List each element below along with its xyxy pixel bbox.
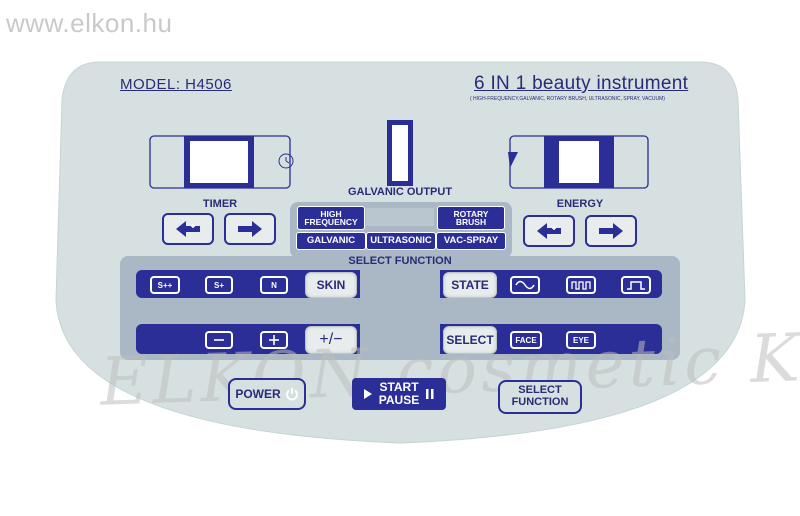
galvanic-button[interactable]: GALVANIC bbox=[296, 232, 366, 250]
energy-level-icon bbox=[508, 152, 518, 168]
play-icon bbox=[363, 389, 372, 399]
ultrasonic-button[interactable]: ULTRASONIC bbox=[366, 232, 436, 250]
s-plus-plus-button[interactable]: S++ bbox=[150, 276, 180, 294]
timer-up-button[interactable] bbox=[162, 213, 214, 245]
sine-wave-button[interactable] bbox=[510, 276, 540, 294]
minus-button[interactable] bbox=[205, 331, 233, 349]
product-subtitle: ( HIGH-FREQUENCY,GALVANIC, ROTARY BRUSH,… bbox=[470, 96, 665, 102]
plus-button[interactable] bbox=[260, 331, 288, 349]
square-wave-button[interactable] bbox=[621, 276, 651, 294]
pulse-train-button[interactable] bbox=[566, 276, 596, 294]
arrow-right-icon bbox=[599, 223, 623, 239]
pause-label: PAUSE bbox=[378, 393, 420, 407]
timer-down-button[interactable] bbox=[224, 213, 276, 245]
timer-label: TIMER bbox=[202, 198, 238, 210]
model-label: MODEL: H4506 bbox=[120, 76, 232, 93]
rotary-brush-button[interactable]: ROTARY BRUSH bbox=[437, 206, 505, 230]
select-function-label: SELECT FUNCTION bbox=[348, 255, 452, 267]
minus-icon bbox=[214, 339, 224, 341]
plus-minus-button[interactable]: +/− bbox=[305, 326, 357, 354]
select-button[interactable]: SELECT bbox=[443, 326, 497, 354]
power-label: POWER bbox=[235, 386, 281, 401]
high-frequency-button[interactable]: HIGH FREQUENCY bbox=[297, 206, 365, 230]
power-icon bbox=[285, 388, 298, 401]
start-pause-button[interactable]: START PAUSE bbox=[352, 378, 446, 410]
pulse-train-icon bbox=[571, 281, 591, 290]
state-button[interactable]: STATE bbox=[443, 272, 497, 298]
n-button[interactable]: N bbox=[260, 276, 288, 294]
face-button[interactable]: FACE bbox=[510, 331, 542, 349]
eye-button[interactable]: EYE bbox=[566, 331, 596, 349]
energy-label: ENERGY bbox=[556, 198, 604, 210]
website-watermark: www.elkon.hu bbox=[6, 8, 173, 38]
energy-down-button[interactable] bbox=[585, 215, 637, 247]
energy-up-button[interactable] bbox=[523, 215, 575, 247]
arrow-left-plus-icon bbox=[537, 223, 561, 239]
power-button[interactable]: POWER bbox=[228, 378, 306, 410]
product-title: 6 IN 1 beauty instrument bbox=[474, 73, 689, 94]
clock-icon bbox=[278, 153, 294, 169]
s-plus-button[interactable]: S+ bbox=[205, 276, 233, 294]
sine-wave-icon bbox=[515, 280, 535, 290]
select-function-button[interactable]: SELECT FUNCTION bbox=[498, 380, 582, 414]
plus-icon bbox=[269, 335, 279, 345]
pause-icon bbox=[426, 389, 434, 399]
galvanic-output-label: GALVANIC OUTPUT bbox=[347, 186, 453, 198]
start-label: START bbox=[379, 380, 419, 395]
arrow-left-plus-icon bbox=[176, 221, 200, 237]
vac-spray-button[interactable]: VAC-SPRAY bbox=[436, 232, 506, 250]
arrow-right-icon bbox=[238, 221, 262, 237]
square-wave-icon bbox=[627, 281, 645, 290]
skin-button[interactable]: SKIN bbox=[305, 272, 357, 298]
